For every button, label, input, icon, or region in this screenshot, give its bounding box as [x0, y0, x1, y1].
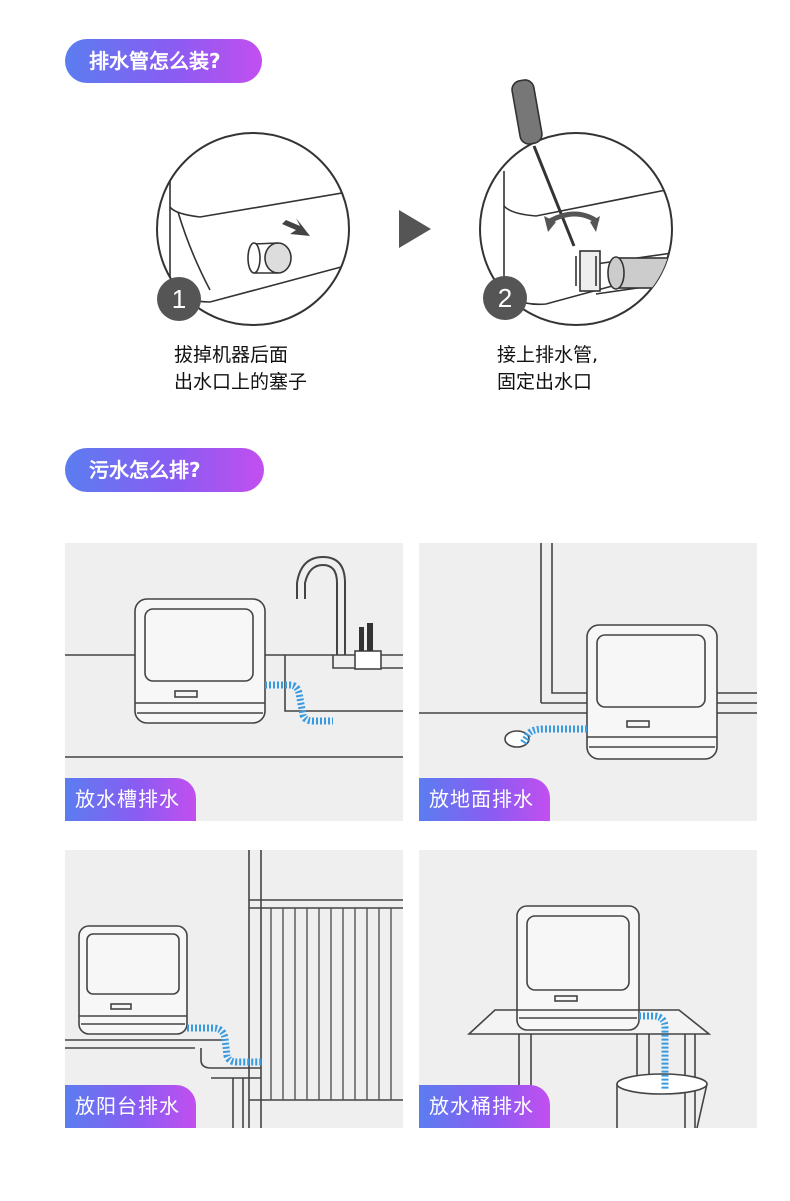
- drain-hose: [520, 725, 587, 745]
- panel-label-floor: 放地面排水: [419, 778, 550, 821]
- section-title-install: 排水管怎么装?: [65, 39, 262, 83]
- bottle-icon: [359, 627, 364, 651]
- step-1-number: 1: [172, 284, 186, 314]
- next-arrow-icon: [399, 210, 431, 248]
- step-1-badge: [157, 277, 201, 321]
- panel-label-sink: 放水槽排水: [65, 778, 196, 821]
- section-title-drain: 污水怎么排?: [65, 448, 264, 492]
- drain-hose: [187, 1024, 263, 1066]
- drain-hose: [265, 681, 333, 725]
- screwdriver-icon: [511, 79, 576, 247]
- bucket-scene: [466, 905, 712, 1128]
- step-2-badge: [483, 276, 527, 320]
- panel-label-bucket: 放水桶排水: [419, 1085, 550, 1128]
- sink-scene: [65, 555, 403, 758]
- drain-hose: [639, 1012, 669, 1090]
- floor-scene: [419, 543, 757, 760]
- panel-bucket-drain: 放水桶排水: [419, 850, 757, 1128]
- step-2-illustration: 2: [479, 79, 673, 326]
- panel-balcony-drain: 放阳台排水: [65, 850, 403, 1128]
- step-1-caption: 拔掉机器后面 出水口上的塞子: [174, 344, 308, 393]
- step-2-caption: 接上排水管, 固定出水口: [497, 344, 599, 393]
- balcony-scene: [65, 850, 403, 1128]
- step-2-number: 2: [498, 283, 512, 313]
- panel-sink-drain: 放水槽排水: [65, 543, 403, 821]
- panel-label-balcony: 放阳台排水: [65, 1085, 196, 1128]
- panel-floor-drain: 放地面排水: [419, 543, 757, 821]
- step-1-illustration: 1: [156, 132, 350, 326]
- arrow-icon: [282, 218, 310, 236]
